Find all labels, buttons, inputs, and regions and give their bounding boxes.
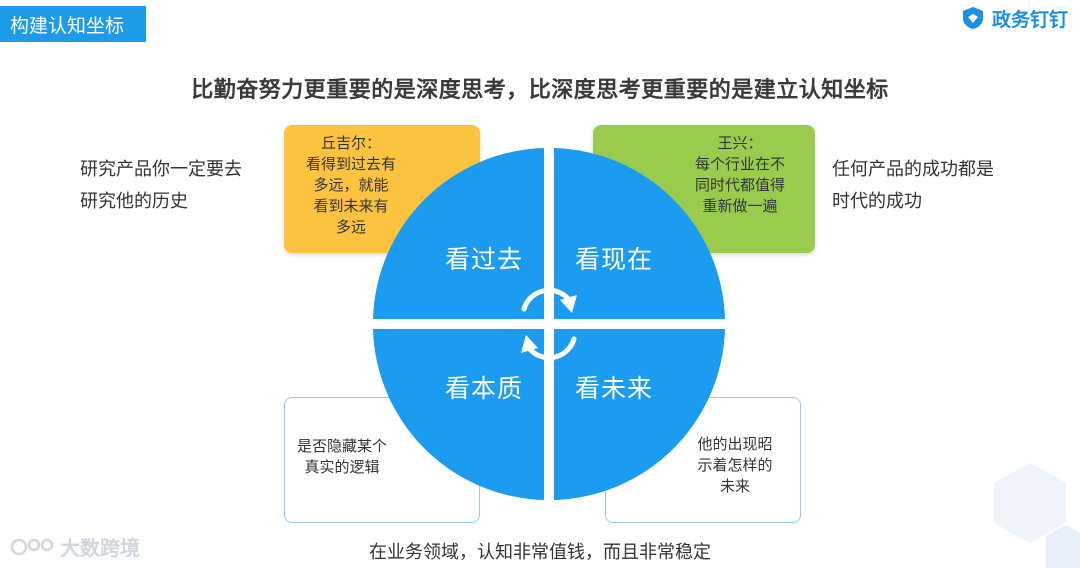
cognition-quadrant-circle: 看过去 看现在 看本质 看未来 (372, 147, 726, 501)
quadrant-label-essence: 看本质 (444, 374, 524, 403)
right-note-line-1: 任何产品的成功都是 (832, 159, 994, 180)
brand-name: 政务钉钉 (991, 8, 1068, 31)
decorative-hexagons (994, 463, 1080, 568)
quadrant-label-present: 看现在 (574, 245, 654, 274)
quote-text: 看得到过去有 多远，就能 看到未来有 多远 (305, 155, 396, 236)
brand-logo: 政务钉钉 (960, 6, 1068, 31)
section-title: 构建认知坐标 (10, 14, 125, 37)
left-note: 研究产品你一定要去 研究他的历史 (80, 154, 242, 218)
cycle-arrows-icon (521, 287, 577, 361)
quadrant-label-past: 看过去 (444, 245, 524, 274)
quadrant-future-shape (554, 329, 725, 500)
brand-shield-icon (962, 7, 983, 29)
watermark-logo-icon (10, 538, 54, 555)
watermark-text: 大数跨境 (60, 536, 140, 560)
right-note: 任何产品的成功都是 时代的成功 (832, 154, 994, 218)
quote-speaker: 王兴： (717, 134, 763, 152)
section-title-tab: 构建认知坐标 (0, 6, 146, 42)
left-note-line-2: 研究他的历史 (80, 191, 188, 212)
quadrant-present-shape (554, 148, 725, 319)
right-note-line-2: 时代的成功 (832, 191, 922, 212)
left-note-line-1: 研究产品你一定要去 (80, 159, 242, 180)
quadrant-essence-shape (373, 329, 544, 500)
headline: 比勤奋努力更重要的是深度思考，比深度思考更重要的是建立认知坐标 (191, 78, 889, 103)
quote-speaker: 丘吉尔： (320, 134, 381, 152)
note-text: 他的出现昭 示着怎样的 未来 (697, 435, 773, 495)
quadrant-label-future: 看未来 (574, 374, 654, 403)
watermark: 大数跨境 (10, 532, 140, 561)
note-text: 是否隐藏某个 真实的逻辑 (296, 437, 387, 476)
bottom-caption: 在业务领域，认知非常值钱，而且非常稳定 (369, 542, 711, 563)
quote-text: 每个行业在不 同时代都值得 重新做一遍 (694, 155, 785, 215)
quadrant-past-shape (373, 148, 544, 319)
